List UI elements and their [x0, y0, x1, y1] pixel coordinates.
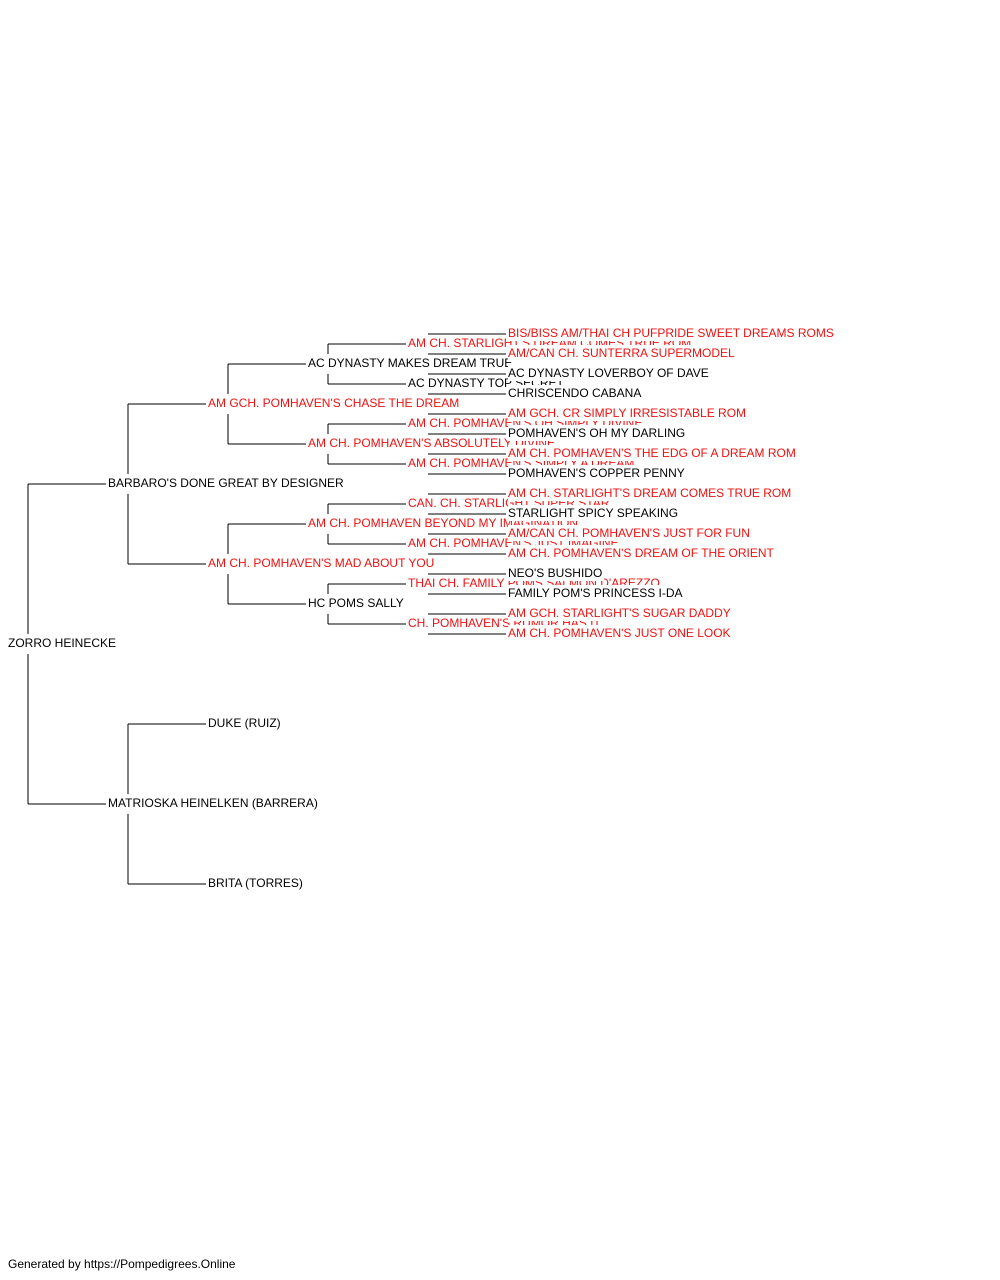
- pedigree-entry-pomhaven-s-copper-penny: POMHAVEN'S COPPER PENNY: [508, 465, 687, 481]
- pedigree-entry-family-pom-s-princess-i-da: FAMILY POM'S PRINCESS I-DA: [508, 585, 685, 601]
- pedigree-entry-barbaro-s-done-great-by-designer: BARBARO'S DONE GREAT BY DESIGNER: [108, 475, 346, 491]
- pedigree-entry-hc-poms-sally: HC POMS SALLY: [308, 595, 406, 611]
- pedigree-entry-am-ch-pomhaven-s-just-one-look: AM CH. POMHAVEN'S JUST ONE LOOK: [508, 625, 733, 641]
- pedigree-entry-am-ch-pomhaven-s-the-edg-of-a-dream-rom: AM CH. POMHAVEN'S THE EDG OF A DREAM ROM: [508, 445, 798, 461]
- pedigree-entry-matrioska-heinelken-barrera: MATRIOSKA HEINELKEN (BARRERA): [108, 795, 320, 811]
- pedigree-entry-bis-biss-am-thai-ch-pufpride-sweet-dreams-roms: BIS/BISS AM/THAI CH PUFPRIDE SWEET DREAM…: [508, 325, 836, 341]
- pedigree-entry-pomhaven-s-oh-my-darling: POMHAVEN'S OH MY DARLING: [508, 425, 688, 441]
- pedigree-entry-am-gch-pomhaven-s-chase-the-dream: AM GCH. POMHAVEN'S CHASE THE DREAM: [208, 395, 462, 411]
- pedigree-entry-brita-torres: BRITA (TORRES): [208, 875, 305, 891]
- pedigree-entry-am-ch-pomhaven-s-mad-about-you: AM CH. POMHAVEN'S MAD ABOUT YOU: [208, 555, 437, 571]
- pedigree-entry-neo-s-bushido: NEO'S BUSHIDO: [508, 565, 605, 581]
- pedigree-entry-am-gch-cr-simply-irresistable-rom: AM GCH. CR SIMPLY IRRESISTABLE ROM: [508, 405, 749, 421]
- pedigree-entry-am-can-ch-pomhaven-s-just-for-fun: AM/CAN CH. POMHAVEN'S JUST FOR FUN: [508, 525, 752, 541]
- pedigree-entry-am-gch-starlight-s-sugar-daddy: AM GCH. STARLIGHT'S SUGAR DADDY: [508, 605, 733, 621]
- pedigree-entry-am-ch-pomhaven-s-dream-of-the-orient: AM CH. POMHAVEN'S DREAM OF THE ORIENT: [508, 545, 776, 561]
- pedigree-entry-duke-ruiz: DUKE (RUIZ): [208, 715, 283, 731]
- footer-credit: Generated by https://Pompedigrees.Online: [8, 1257, 236, 1271]
- pedigree-entry-am-ch-pomhaven-s-absolutely-divine: AM CH. POMHAVEN'S ABSOLUTELY DIVINE: [308, 435, 558, 451]
- pedigree-entry-ac-dynasty-loverboy-of-dave: AC DYNASTY LOVERBOY OF DAVE: [508, 365, 711, 381]
- pedigree-entry-starlight-spicy-speaking: STARLIGHT SPICY SPEAKING: [508, 505, 681, 521]
- pedigree-entry-chriscendo-cabana: CHRISCENDO CABANA: [508, 385, 644, 401]
- pedigree-entry-am-can-ch-sunterra-supermodel: AM/CAN CH. SUNTERRA SUPERMODEL: [508, 345, 737, 361]
- pedigree-entry-zorro-heinecke: ZORRO HEINECKE: [8, 635, 119, 651]
- pedigree-entry-am-ch-starlight-s-dream-comes-true-rom: AM CH. STARLIGHT'S DREAM COMES TRUE ROM: [508, 485, 794, 501]
- pedigree-entry-ac-dynasty-makes-dream-true: AC DYNASTY MAKES DREAM TRUE: [308, 355, 515, 371]
